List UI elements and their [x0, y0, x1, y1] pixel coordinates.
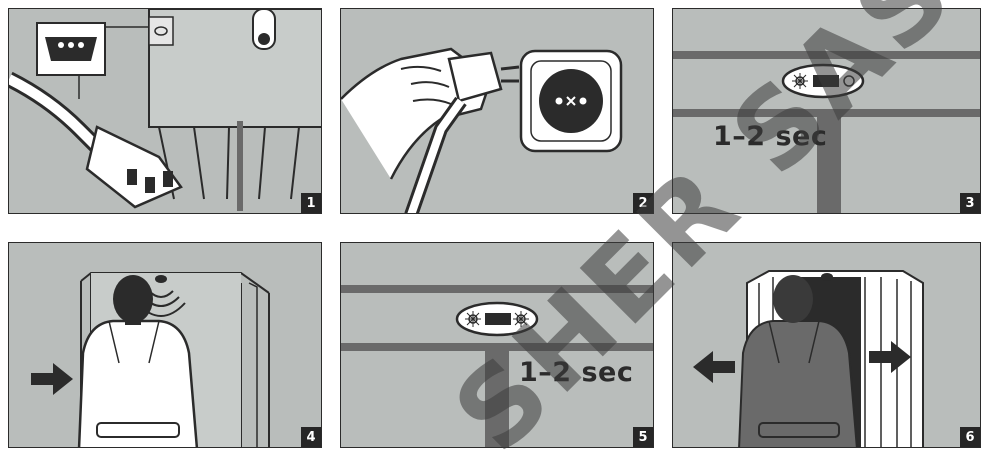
dual-switch-illustration	[341, 285, 653, 447]
step-number-badge: 5	[633, 427, 653, 447]
duration-label: 1–2 sec	[519, 357, 634, 388]
step-number-badge: 6	[960, 427, 980, 447]
doors-opening-illustration	[693, 270, 924, 447]
step-2-panel: 2	[340, 8, 654, 214]
step-6-panel: 6	[672, 242, 981, 448]
step-number-badge: 3	[960, 193, 980, 213]
plug-socket-illustration	[341, 47, 623, 213]
duration-label: 1–2 sec	[713, 121, 828, 152]
step-number-badge: 1	[301, 193, 321, 213]
step-4-panel: 4	[8, 242, 322, 448]
person-entering-illustration	[31, 272, 270, 447]
switch-panel-illustration	[673, 51, 980, 213]
step-number-badge: 4	[301, 427, 321, 447]
step-3-panel: 1–2 sec 3	[672, 8, 981, 214]
step-number-badge: 2	[633, 193, 653, 213]
step-1-panel: 1	[8, 8, 322, 214]
step-5-panel: 1–2 sec 5	[340, 242, 654, 448]
power-cable-illustration	[9, 9, 321, 211]
